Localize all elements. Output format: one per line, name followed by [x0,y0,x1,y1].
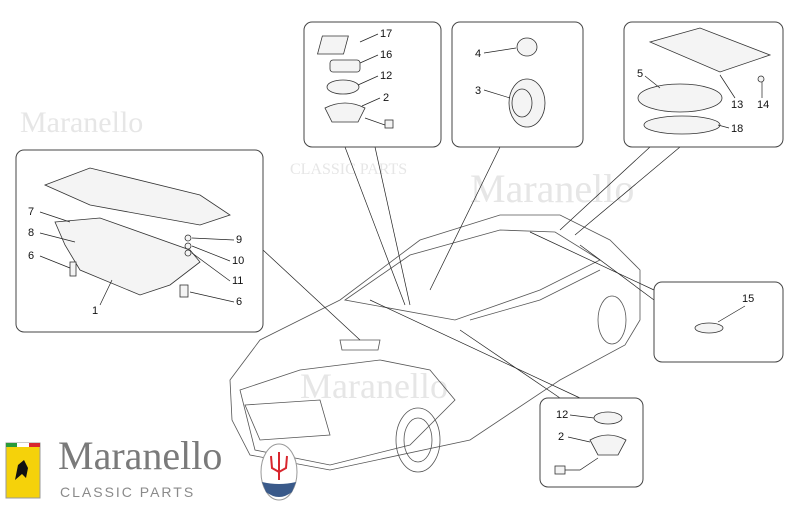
watermark-brand-2: Maranello [470,166,634,211]
watermark-sub: CLASSIC PARTS [290,161,407,178]
callout-box-rear-shelf: 5 13 14 18 [623,21,784,148]
callout-label: 9 [236,234,242,246]
watermark-brand-3: Maranello [300,366,448,406]
callout-label: 1 [92,305,98,317]
callout-box-dash-speaker: 12 2 [539,397,644,488]
callout-label: 12 [556,409,568,421]
callout-label: 12 [380,70,392,82]
callout-box-roof-mic: 15 [653,281,784,363]
callout-label: 8 [28,227,34,239]
watermark: Maranello Maranello Maranello CLASSIC PA… [20,106,634,406]
callout-label: 2 [383,92,389,104]
callout-label: 18 [731,123,743,135]
leader-lines [262,146,681,399]
callout-label: 3 [475,85,481,97]
callout-label: 16 [380,49,392,61]
watermark-brand-1: Maranello [20,106,143,139]
brand-logo-text: Maranello [58,433,223,478]
callout-label: 14 [757,99,769,111]
ferrari-logo [5,442,41,499]
callout-label: 4 [475,48,481,60]
callout-box-door-speaker: 4 3 [451,21,584,148]
maserati-logo [260,443,298,501]
callout-label: 5 [637,68,643,80]
callout-label: 11 [232,275,243,287]
callout-label: 13 [731,99,743,111]
callout-label: 6 [236,296,242,308]
callout-label: 6 [28,250,34,262]
callout-box-subwoofer: 7 8 6 1 9 10 11 6 [15,149,264,333]
callout-box-tweeter-dash: 17 16 12 2 [303,21,442,148]
callout-label: 10 [232,255,244,267]
callout-label: 7 [28,206,34,218]
callout-label: 2 [558,431,564,443]
callout-label: 17 [380,28,392,40]
brand-logo-subtitle: CLASSIC PARTS [60,484,196,500]
callout-label: 15 [742,293,754,305]
